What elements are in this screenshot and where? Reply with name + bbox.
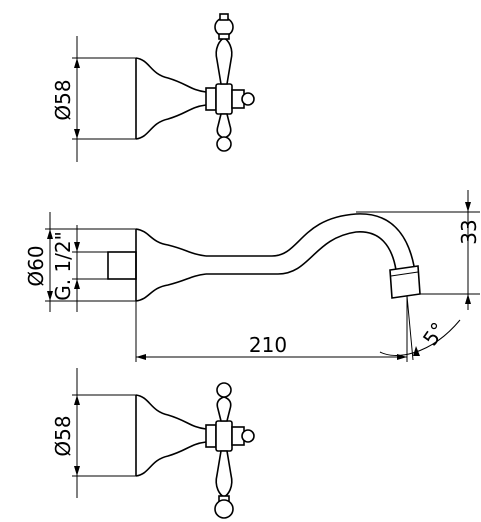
spout-drop-label: 33 — [457, 219, 481, 244]
spout-assembly: Ø60 G. 1/2" 33 210 — [24, 190, 481, 362]
bottom-handle-valve: Ø58 — [51, 368, 255, 519]
thread-size-label: G. 1/2" — [51, 231, 75, 301]
top-handle-valve: Ø58 — [51, 13, 255, 162]
spout-angle-label: 5° — [418, 318, 451, 350]
spout-diameter-label: Ø60 — [24, 245, 48, 286]
spout-projection-label: 210 — [249, 333, 287, 357]
bottom-diameter-label: Ø58 — [51, 415, 75, 456]
top-diameter-label: Ø58 — [51, 79, 75, 120]
